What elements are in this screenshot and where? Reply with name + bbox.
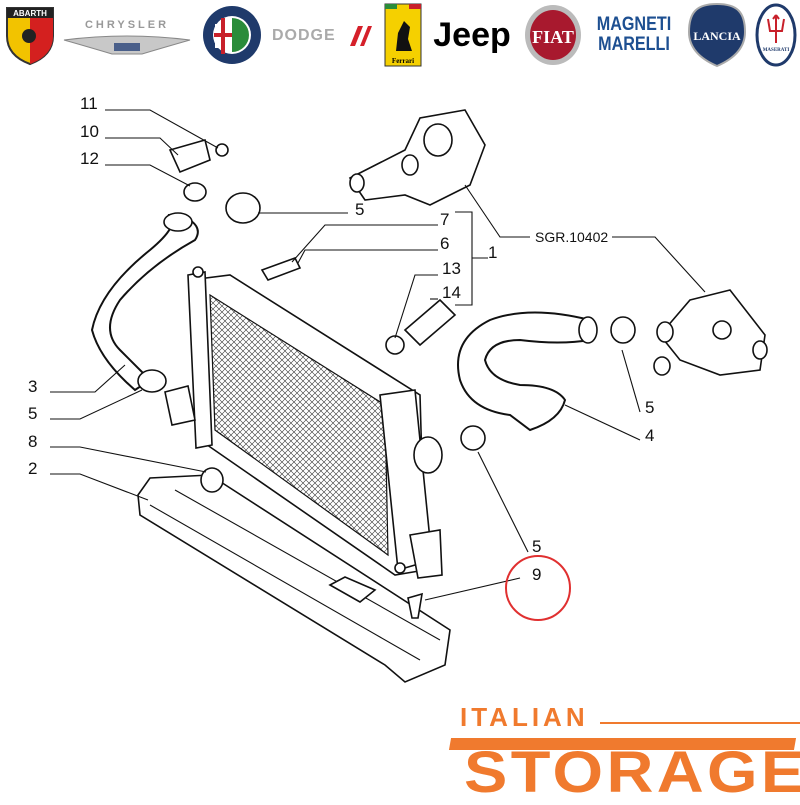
- reference-code: SGR.10402: [535, 229, 608, 245]
- jeep-logo: Jeep: [433, 15, 511, 54]
- cap-part-12: [183, 182, 207, 202]
- highlight-circle: [505, 555, 571, 621]
- callout-13: 13: [442, 259, 461, 278]
- clamp-part: [225, 192, 261, 224]
- fiat-logo: FIAT: [522, 4, 584, 66]
- callout-1: 1: [488, 243, 497, 262]
- callout-12: 12: [80, 149, 99, 168]
- callout-5d: 5: [532, 537, 541, 556]
- callout-14: 14: [442, 283, 461, 302]
- callout-7: 7: [440, 210, 449, 229]
- callout-5c: 5: [645, 398, 654, 417]
- lower-hose-part: [457, 311, 591, 432]
- radiator-part: [164, 266, 443, 579]
- callout-9: 9: [532, 565, 541, 584]
- svg-text:DODGE: DODGE: [272, 27, 336, 44]
- callout-11: 11: [80, 94, 98, 113]
- callout-5b: 5: [28, 404, 37, 423]
- crossmember-part: [137, 474, 451, 683]
- brand-line: [600, 722, 800, 724]
- svg-text:ABARTH: ABARTH: [13, 9, 47, 18]
- bolt-part-9: [407, 592, 423, 619]
- italian-storage-logo: ITALIAN STORAGE: [448, 700, 800, 805]
- leader-lines: [50, 109, 706, 601]
- callout-8: 8: [28, 432, 37, 451]
- thermostat-housing-part: [348, 109, 486, 206]
- svg-text:MASERATI: MASERATI: [763, 48, 790, 53]
- brand-logos-bar: ABARTH CHRYSLER DODGE Ferrari Jeep FIAT …: [0, 0, 800, 72]
- chrysler-logo: CHRYSLER: [62, 4, 192, 66]
- alfa-romeo-logo: [200, 4, 264, 66]
- svg-text:CHRYSLER: CHRYSLER: [85, 19, 169, 31]
- brand-big-text: STORAGE: [464, 740, 800, 805]
- dodge-logo: DODGE: [272, 4, 372, 66]
- plug-part-14: [403, 298, 457, 347]
- svg-text:FIAT: FIAT: [532, 27, 574, 47]
- abarth-logo: ABARTH: [2, 4, 58, 66]
- upper-hose-part: [90, 214, 199, 392]
- brand-small-text: ITALIAN: [460, 702, 589, 732]
- svg-text:Ferrari: Ferrari: [392, 57, 414, 65]
- clamp-part: [460, 425, 486, 451]
- bracket-part-10: [168, 139, 211, 174]
- svg-text:LANCIA: LANCIA: [693, 29, 741, 43]
- clamp-part: [137, 369, 167, 393]
- mount-part-8: [200, 467, 224, 493]
- radiator-parts-diagram: 11 10 12 5 7 6 13 14 1 SGR.10402 3 5 8 2…: [28, 94, 768, 683]
- thermostat-housing-part-alt: [653, 289, 768, 376]
- hose-end: [578, 316, 598, 344]
- callout-5: 5: [355, 200, 364, 219]
- callout-2: 2: [28, 459, 37, 478]
- clamp-part: [610, 316, 636, 344]
- screw-part-11: [215, 143, 229, 157]
- bleed-screw-part-6: [260, 257, 302, 281]
- callout-10: 10: [80, 122, 99, 141]
- maserati-logo: MASERATI: [754, 3, 798, 67]
- hose-end: [163, 212, 193, 232]
- lancia-logo: LANCIA: [686, 2, 748, 68]
- seal-ring-part-13: [385, 335, 405, 355]
- ferrari-logo: Ferrari: [383, 3, 423, 67]
- callout-3: 3: [28, 377, 37, 396]
- callout-4: 4: [645, 426, 654, 445]
- callout-6: 6: [440, 234, 449, 253]
